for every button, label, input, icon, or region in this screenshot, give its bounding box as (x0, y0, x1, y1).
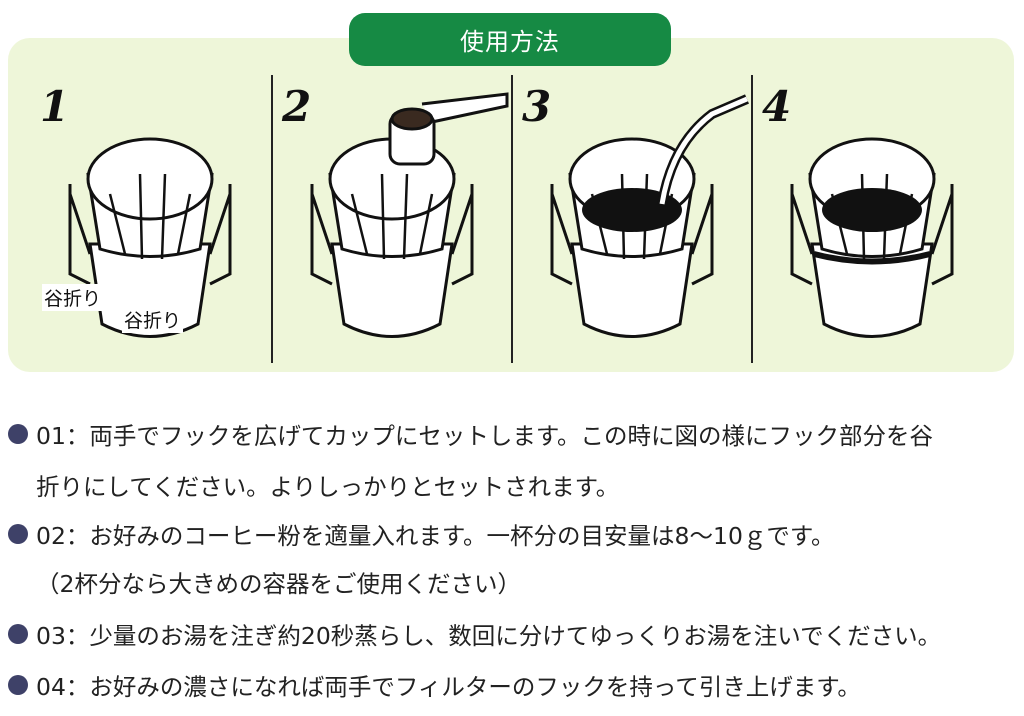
step-number: 4 (762, 82, 792, 131)
page-title: 使用方法 (349, 13, 671, 66)
step-number: 1 (40, 82, 70, 131)
instruction-3: 03：少量のお湯を注ぎ約20秒蒸らし、数回に分けてゆっくりお湯を注いでください。 (8, 617, 941, 651)
instruction-1-cont: 折りにしてください。よりしっかりとセットされます。 (36, 468, 619, 502)
bullet-dot (8, 424, 28, 444)
step-1-illustration: 1 谷折り谷折り (30, 74, 268, 364)
step-4-illustration: 4 (752, 74, 990, 364)
title-text: 使用方法 (460, 28, 560, 56)
step-2-illustration: 2 (272, 74, 510, 364)
step-3-illustration: 3 (512, 74, 750, 364)
divider (751, 75, 753, 363)
instruction-text: （2杯分なら大きめの容器をご使用ください） (36, 570, 521, 598)
fold-label: 谷折り (122, 306, 184, 333)
fold-label: 谷折り (42, 284, 104, 311)
instruction-text: 02：お好みのコーヒー粉を適量入れます。一杯分の目安量は8～10ｇです。 (36, 522, 835, 550)
instruction-text: 04：お好みの濃さになれば両手でフィルターのフックを持って引き上げます。 (36, 673, 861, 701)
instruction-text: 01：両手でフックを広げてカップにセットします。この時に図の様にフック部分を谷 (36, 422, 934, 450)
instruction-text: 折りにしてください。よりしっかりとセットされます。 (36, 473, 620, 501)
instruction-1: 01：両手でフックを広げてカップにセットします。この時に図の様にフック部分を谷 (8, 417, 933, 451)
step-number: 2 (282, 82, 312, 131)
instruction-4: 04：お好みの濃さになれば両手でフィルターのフックを持って引き上げます。 (8, 668, 861, 702)
instruction-2-cont: （2杯分なら大きめの容器をご使用ください） (36, 565, 521, 599)
bullet-dot (8, 624, 28, 644)
instruction-2: 02：お好みのコーヒー粉を適量入れます。一杯分の目安量は8～10ｇです。 (8, 517, 835, 551)
bullet-dot (8, 675, 28, 695)
bullet-dot (8, 524, 28, 544)
divider (511, 75, 513, 363)
divider (271, 75, 273, 363)
step-number: 3 (522, 82, 552, 131)
instruction-text: 03：少量のお湯を注ぎ約20秒蒸らし、数回に分けてゆっくりお湯を注いでください。 (36, 622, 942, 650)
